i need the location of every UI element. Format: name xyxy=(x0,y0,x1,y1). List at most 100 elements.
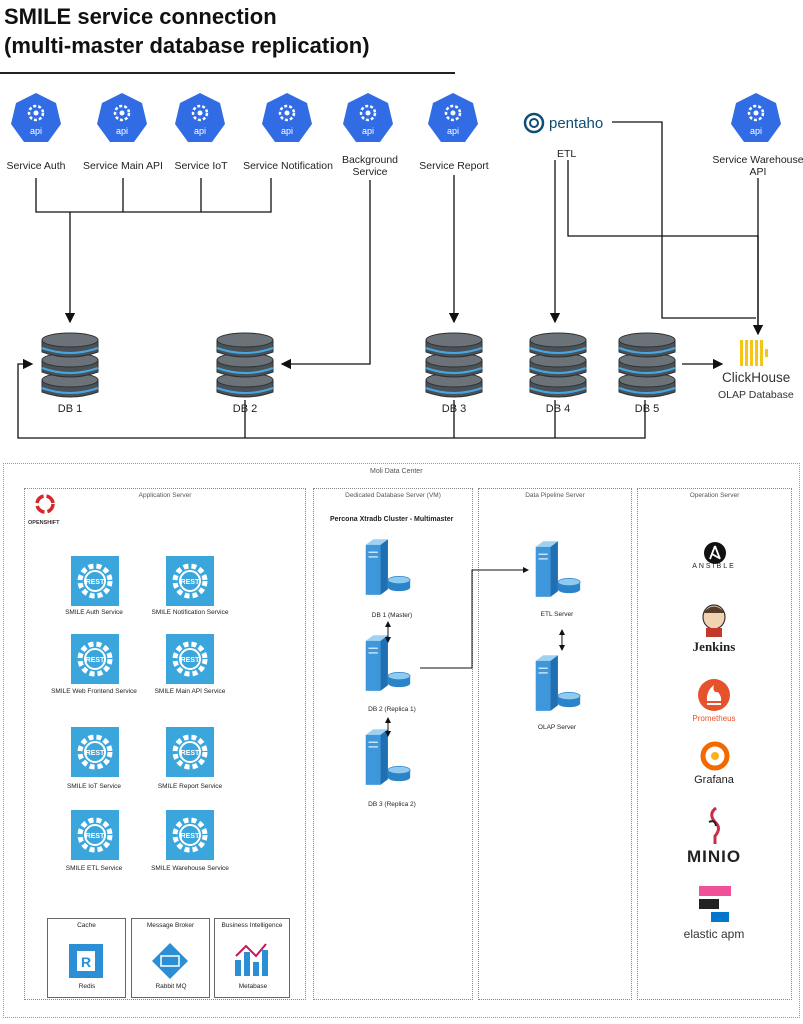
db1-label: DB 1 xyxy=(57,403,83,415)
olap-server-label: OLAP Server xyxy=(537,724,577,731)
background-service-label: Background Service xyxy=(341,154,399,178)
service-main-api-label: Service Main API xyxy=(83,160,163,172)
pentaho-name: pentaho xyxy=(549,114,604,132)
ansible-icon xyxy=(704,542,726,564)
clickhouse-icon xyxy=(740,340,768,366)
pipeline-server-title: Data Pipeline Server xyxy=(525,492,585,499)
pentaho-icon xyxy=(523,112,545,134)
minio-icon xyxy=(708,806,720,844)
page-title-line2: (multi-master database replication) xyxy=(4,33,370,58)
svg-text:REST: REST xyxy=(181,833,200,840)
app-svc-label-1: SMILE Notification Service xyxy=(151,609,229,616)
api-icon: api xyxy=(731,93,781,142)
grafana-label: Grafana xyxy=(694,774,734,786)
app-svc-label-7: SMILE Warehouse Service xyxy=(151,865,229,872)
server-icon xyxy=(365,539,411,595)
rabbitmq-label: Rabbit MQ xyxy=(155,983,187,990)
db-node-label-0: DB 1 (Master) xyxy=(371,612,413,619)
elastic-apm-label: elastic apm xyxy=(683,927,745,941)
percona-cluster-label: Percona Xtradb Cluster - Multimaster xyxy=(330,516,454,523)
elastic-apm-icon xyxy=(699,886,731,922)
jenkins-icon xyxy=(702,604,726,637)
service-notification-label: Service Notification xyxy=(243,160,333,172)
title-underline xyxy=(0,72,455,74)
server-icon xyxy=(535,541,581,597)
svg-text:REST: REST xyxy=(86,833,105,840)
svg-text:REST: REST xyxy=(181,657,200,664)
cache-box: Cache xyxy=(47,918,126,998)
rest-service-icon: REST xyxy=(166,727,214,777)
openshift-icon xyxy=(35,494,55,514)
operation-server-title: Operation Server xyxy=(689,492,740,499)
ansible-label: ANSIBLE xyxy=(692,563,736,570)
rest-service-icon: REST xyxy=(71,634,119,684)
openshift-label: OPENSHIFT xyxy=(28,520,60,526)
bi-box: Business Intelligence xyxy=(214,918,290,998)
datacenter-frame xyxy=(3,463,800,1018)
prometheus-icon xyxy=(698,679,730,711)
app-server-title: Application Server xyxy=(138,492,192,499)
service-iot-label: Service IoT xyxy=(174,160,228,172)
server-icon xyxy=(535,655,581,711)
svg-text:REST: REST xyxy=(86,750,105,757)
database-icon xyxy=(41,332,99,398)
pentaho-logo: pentaho xyxy=(523,112,603,134)
app-svc-label-4: SMILE IoT Service xyxy=(66,783,122,790)
rest-service-icon: REST xyxy=(166,810,214,860)
etl-server-label: ETL Server xyxy=(540,611,574,618)
etl-label: ETL xyxy=(557,148,577,160)
prometheus-label: Prometheus xyxy=(692,714,736,723)
service-auth-label: Service Auth xyxy=(6,160,66,172)
rest-service-icon: REST xyxy=(71,727,119,777)
svg-text:api: api xyxy=(750,126,762,136)
svg-text:api: api xyxy=(447,126,459,136)
app-svc-label-5: SMILE Report Service xyxy=(157,783,223,790)
api-icon: api xyxy=(428,93,478,142)
page-title-line1: SMILE service connection xyxy=(4,4,277,29)
svg-text:REST: REST xyxy=(86,579,105,586)
api-icon: api xyxy=(262,93,312,142)
service-report-label: Service Report xyxy=(419,160,489,172)
db5-label: DB 5 xyxy=(634,403,660,415)
app-server-panel: Application Server xyxy=(24,488,306,1000)
database-icon xyxy=(425,332,483,398)
grafana-icon xyxy=(700,741,730,771)
rabbitmq-icon xyxy=(152,943,188,979)
db3-label: DB 3 xyxy=(441,403,467,415)
operation-server-panel: Operation Server xyxy=(637,488,792,1000)
db-server-title: Dedicated Database Server (VM) xyxy=(345,492,441,499)
api-icon: api xyxy=(11,93,61,142)
api-icon: api xyxy=(343,93,393,142)
broker-box: Message Broker xyxy=(131,918,210,998)
app-svc-label-6: SMILE ETL Service xyxy=(65,865,123,872)
connection-lines xyxy=(17,121,764,439)
datacenter-title: Moli Data Center xyxy=(370,468,423,475)
svg-text:api: api xyxy=(30,126,42,136)
app-svc-label-2: SMILE Web Frontend Service xyxy=(51,688,137,695)
svg-text:REST: REST xyxy=(181,579,200,586)
clickhouse-name: ClickHouse xyxy=(722,370,791,385)
jenkins-label: Jenkins xyxy=(692,639,736,654)
metabase-icon xyxy=(235,943,268,976)
bi-title: Business Intelligence xyxy=(221,922,283,929)
clickhouse-subtitle: OLAP Database xyxy=(718,389,794,401)
database-icon xyxy=(216,332,274,398)
server-icon xyxy=(365,729,411,785)
database-icon xyxy=(618,332,676,398)
svg-text:R: R xyxy=(81,954,91,970)
svg-text:REST: REST xyxy=(86,657,105,664)
rest-service-icon: REST xyxy=(71,556,119,606)
rest-service-icon: REST xyxy=(71,810,119,860)
server-icon xyxy=(365,635,411,691)
svg-text:api: api xyxy=(281,126,293,136)
svg-text:api: api xyxy=(194,126,206,136)
db4-label: DB 4 xyxy=(545,403,571,415)
minio-label: MINIO xyxy=(686,847,742,866)
rest-service-icon: REST xyxy=(166,556,214,606)
pipeline-server-panel: Data Pipeline Server xyxy=(478,488,632,1000)
api-icon: api xyxy=(175,93,225,142)
cache-title: Cache xyxy=(77,922,96,929)
service-warehouse-api-label: Service Warehouse API xyxy=(712,154,803,178)
broker-title: Message Broker xyxy=(146,922,195,929)
redis-icon: R xyxy=(69,944,103,978)
